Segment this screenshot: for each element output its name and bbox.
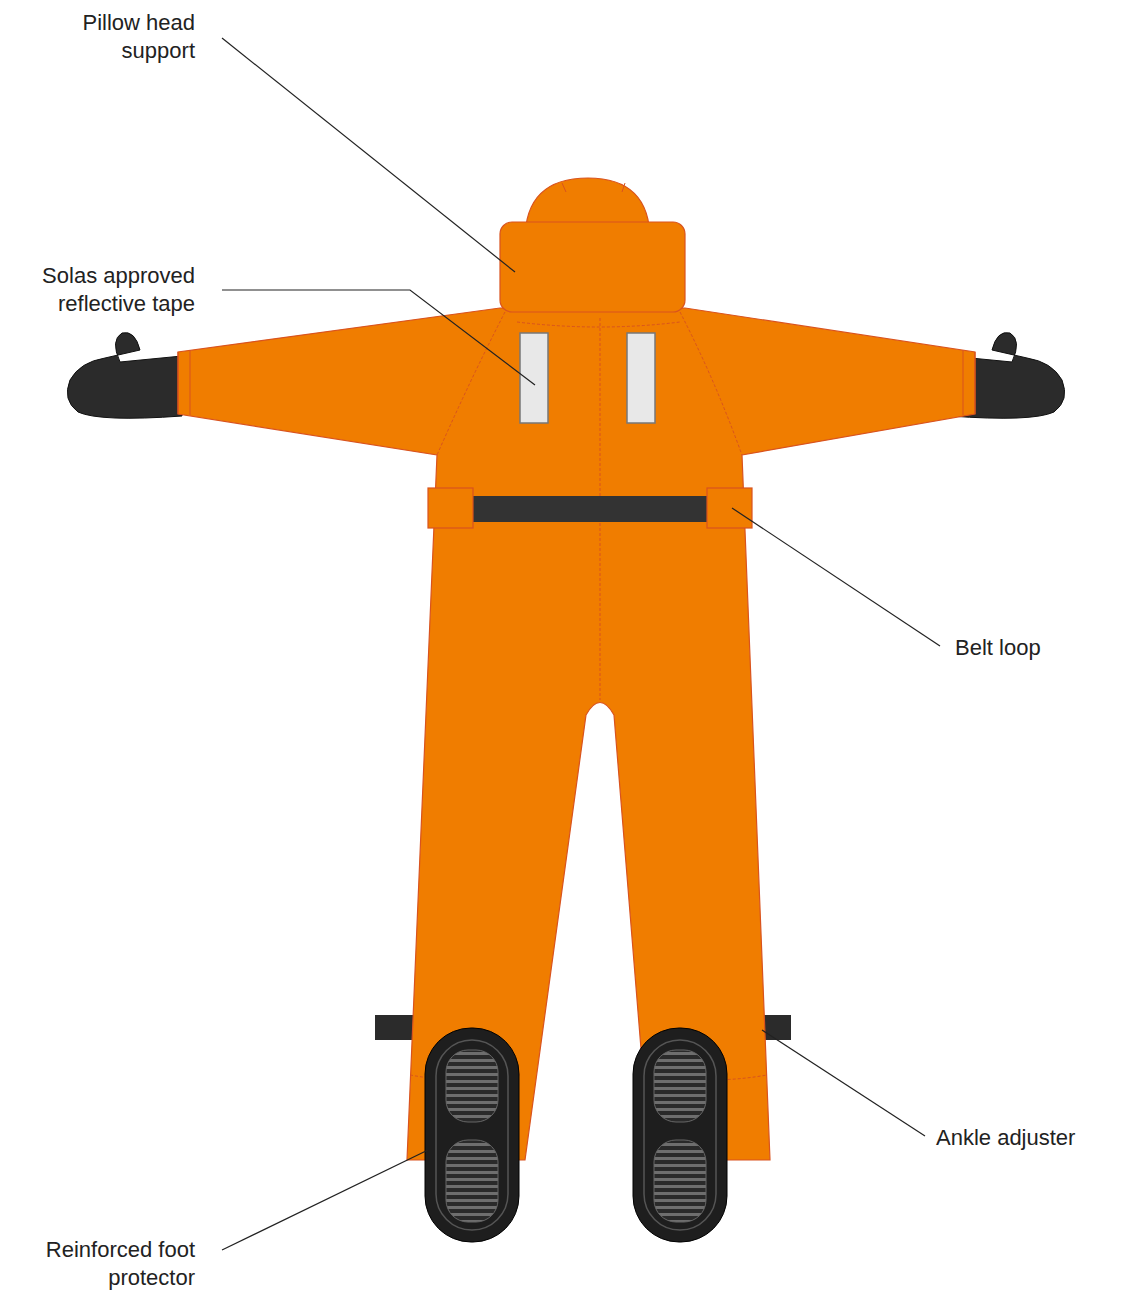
belt-loop (428, 488, 473, 528)
belt (468, 496, 712, 522)
part-label-box: Reinforced foot protector (5, 1236, 195, 1292)
part-label: Reinforced foot protector (5, 1236, 195, 1292)
suit-body (178, 308, 975, 1160)
left-glove (67, 333, 182, 419)
part-label: Ankle adjuster (936, 1124, 1126, 1152)
part-label-box: Solas approved reflective tape (5, 262, 195, 318)
part-label: Belt loop (955, 634, 1125, 662)
pillow-head-support (500, 222, 685, 312)
part-label-box: Pillow head support (35, 9, 195, 65)
reflective-tape (520, 333, 548, 423)
part-label-box: Ankle adjuster (936, 1124, 1126, 1152)
foot-protector (425, 1028, 519, 1242)
reflective-tape (627, 333, 655, 423)
part-label-box: Belt loop (955, 634, 1125, 662)
foot-protector (633, 1028, 727, 1242)
belt-loop (707, 488, 752, 528)
part-label: Solas approved reflective tape (5, 262, 195, 318)
left-ankle-strap (375, 1015, 415, 1040)
part-label: Pillow head support (35, 9, 195, 65)
leader-lines (222, 38, 940, 1250)
